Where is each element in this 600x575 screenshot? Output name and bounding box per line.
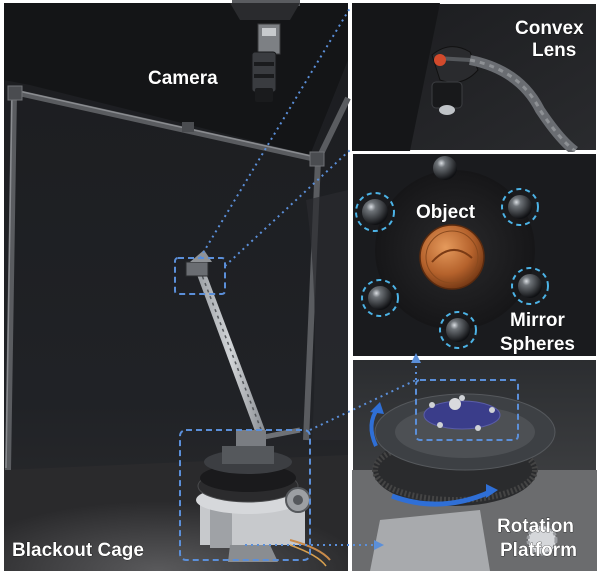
frame-corner [7, 85, 23, 101]
platform-base [196, 430, 331, 567]
callout-box-platform [179, 429, 311, 561]
label-blackout-cage: Blackout Cage [12, 540, 144, 561]
label-rotation-platform-line1: Rotation [497, 516, 574, 537]
callout-box-object [415, 379, 519, 441]
label-mirror-spheres-line1: Mirror [510, 310, 566, 331]
frame-corner [309, 151, 325, 167]
main-photo [4, 0, 351, 571]
rotation-arrow-icon [369, 402, 498, 507]
coin-icon [419, 224, 485, 290]
label-convex-lens-line2: Lens [532, 40, 576, 61]
camera-icon [230, 3, 300, 102]
frame-clip [182, 122, 194, 132]
callout-connectors [199, 7, 421, 550]
rotation-platform-disc [372, 393, 558, 556]
convex-lens-icon [431, 46, 579, 156]
mirror-sphere-icon [355, 156, 549, 349]
panel-object [351, 152, 598, 358]
label-rotation-platform-line2: Platform [500, 540, 577, 561]
label-camera: Camera [148, 68, 218, 89]
label-convex-lens-line1: Convex [515, 18, 584, 39]
label-object: Object [416, 202, 476, 223]
panel-rotation-platform [351, 358, 598, 572]
lens-holder-small [185, 250, 212, 277]
label-mirror-spheres-line2: Spheres [500, 334, 575, 355]
panel-convex-lens [351, 2, 598, 156]
